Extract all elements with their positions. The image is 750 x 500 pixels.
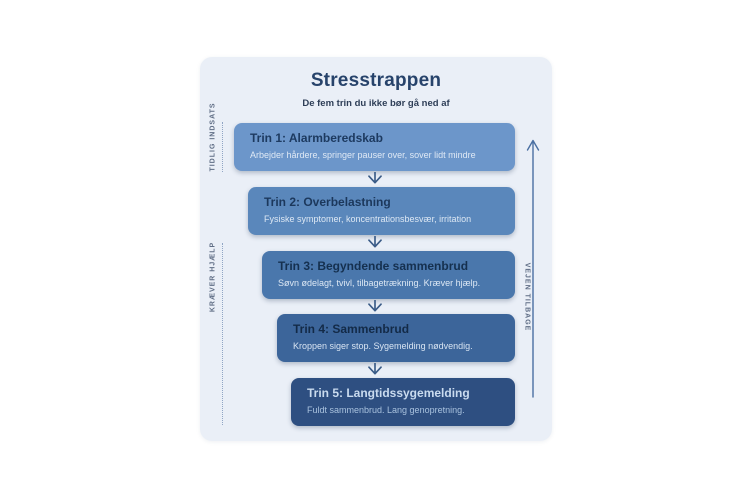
requires-help-dotted-line (222, 243, 223, 425)
header: Stresstrappen De fem trin du ikke bør gå… (200, 69, 552, 109)
step-title: Trin 1: Alarmberedskab (250, 131, 383, 145)
down-arrow-icon (368, 172, 382, 184)
stress-staircase-card: Stresstrappen De fem trin du ikke bør gå… (200, 57, 552, 441)
page-title: Stresstrappen (310, 70, 442, 91)
early-intervention-label: TIDLIG INDSATS (209, 102, 217, 172)
step-description: Kroppen siger stop. Sygemelding nødvendi… (293, 341, 473, 351)
step-title: Trin 3: Begyndende sammenbrud (278, 259, 469, 273)
step-title: Trin 5: Langtidssygemelding (307, 386, 470, 400)
down-arrow-icon (368, 300, 382, 312)
step-title: Trin 4: Sammenbrud (293, 322, 410, 336)
requires-help-label: KRÆVER HJÆLP (209, 241, 217, 313)
step-4-sammenbrud: Trin 4: Sammenbrud Kroppen siger stop. S… (277, 314, 515, 362)
step-title: Trin 2: Overbelastning (264, 195, 391, 209)
step-3-begyndende-sammenbrud: Trin 3: Begyndende sammenbrud Søvn ødela… (262, 251, 515, 299)
early-intervention-dotted-line (222, 122, 223, 172)
step-description: Søvn ødelagt, tvivl, tilbagetrækning. Kr… (278, 278, 481, 288)
up-arrow-icon (526, 139, 540, 398)
down-arrow-icon (368, 236, 382, 248)
page-subtitle: De fem trin du ikke bør gå ned af (302, 98, 450, 109)
step-description: Fuldt sammenbrud. Lang genopretning. (307, 405, 465, 415)
step-2-overbelastning: Trin 2: Overbelastning Fysiske symptomer… (248, 187, 515, 235)
step-5-langtidssygemelding: Trin 5: Langtidssygemelding Fuldt sammen… (291, 378, 515, 426)
step-1-alarmberedskab: Trin 1: Alarmberedskab Arbejder hårdere,… (234, 123, 515, 171)
step-description: Arbejder hårdere, springer pauser over, … (250, 150, 476, 160)
step-description: Fysiske symptomer, koncentrationsbesvær,… (264, 214, 472, 224)
down-arrow-icon (368, 363, 382, 375)
